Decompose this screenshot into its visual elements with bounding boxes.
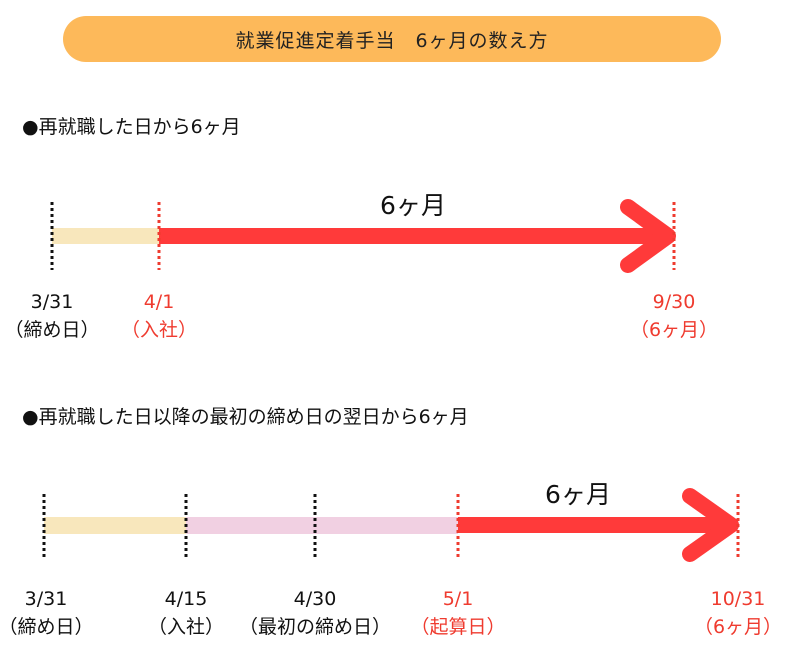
waiting-period-bar — [44, 517, 186, 534]
marker-label-4-15: 4/15 （入社） — [147, 588, 225, 638]
marker-label-4-1: 4/1 （入社） — [120, 291, 198, 341]
waiting-period-bar — [52, 228, 159, 244]
arrow-head — [620, 199, 676, 273]
section1-duration-label: 6ヶ月 — [380, 191, 446, 220]
marker-label-3-31: 3/31 （締め日） — [0, 588, 94, 638]
marker-label-9-30: 9/30 （6ヶ月） — [629, 291, 719, 341]
section2-timeline — [42, 488, 740, 562]
section1-timeline — [50, 199, 676, 273]
marker-label-3-31: 3/31 （締め日） — [4, 291, 100, 341]
title-text: 就業促進定着手当 6ヶ月の数え方 — [235, 29, 549, 52]
pre-start-period-bar — [186, 517, 458, 534]
marker-label-10-31: 10/31 （6ヶ月） — [693, 588, 783, 638]
title-banner: 就業促進定着手当 6ヶ月の数え方 — [63, 16, 721, 62]
arrow-head — [682, 488, 739, 562]
marker-label-5-1: 5/1 （起算日） — [410, 588, 506, 638]
section1-heading: ●再就職した日から6ヶ月 — [22, 116, 241, 138]
section2-heading: ●再就職した日以降の最初の締め日の翌日から6ヶ月 — [22, 406, 469, 428]
section2-duration-label: 6ヶ月 — [545, 480, 611, 509]
marker-label-4-30: 4/30 （最初の締め日） — [238, 588, 392, 638]
